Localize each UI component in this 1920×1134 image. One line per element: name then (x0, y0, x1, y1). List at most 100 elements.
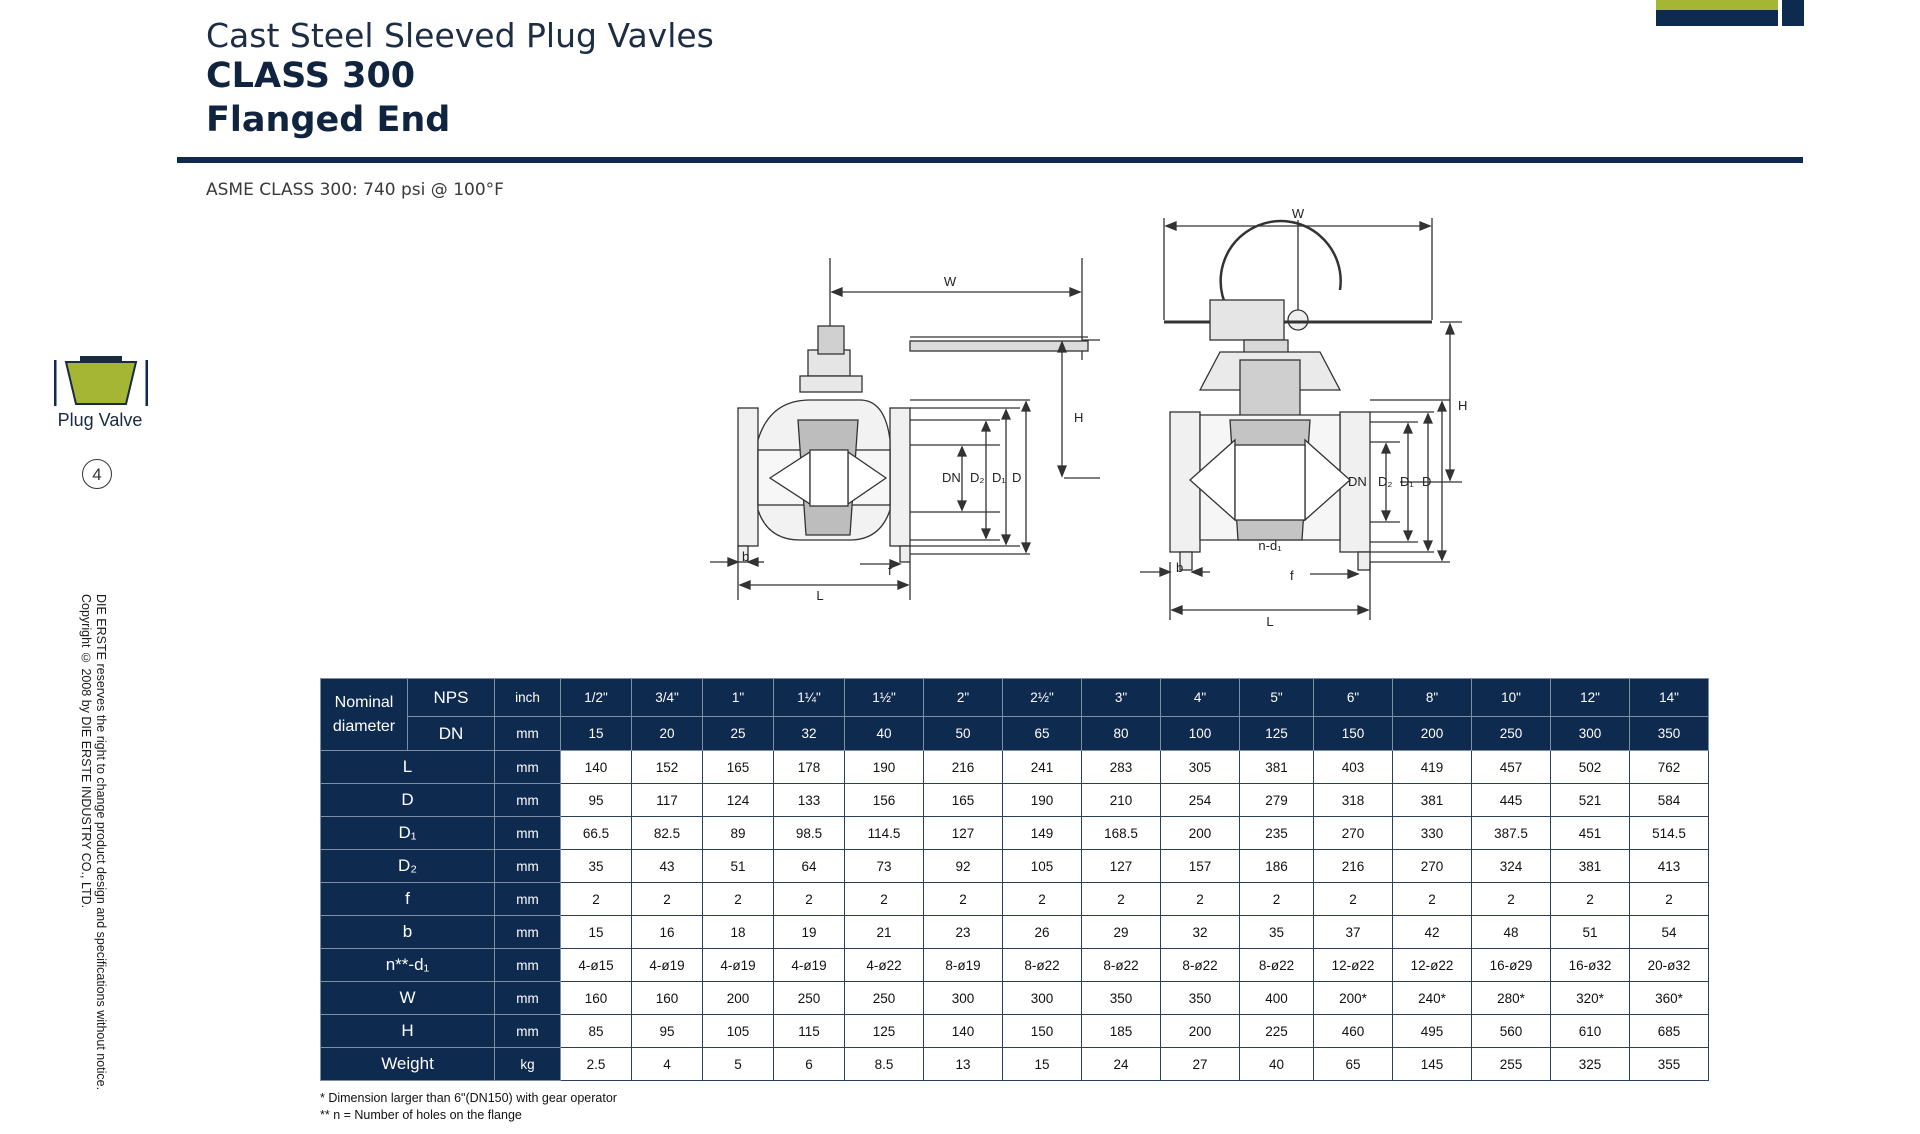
nps-cell: 14" (1629, 678, 1709, 717)
table-cell: 8-ø19 (923, 948, 1003, 982)
table-cell: 2 (773, 882, 845, 916)
row-label: D (320, 783, 495, 817)
table-cell: 387.5 (1471, 816, 1551, 850)
row-label: D₂ (320, 849, 495, 883)
table-cell: 413 (1629, 849, 1709, 883)
table-cell: 451 (1550, 816, 1630, 850)
table-cell: 2 (1239, 882, 1314, 916)
nps-cell: 2½" (1002, 678, 1082, 717)
table-cell: 150 (1002, 1014, 1082, 1048)
dn-cell: 125 (1239, 716, 1314, 751)
nps-cell: 10" (1471, 678, 1551, 717)
table-cell: 495 (1392, 1014, 1472, 1048)
table-cell: 185 (1081, 1014, 1161, 1048)
table-cell: 330 (1392, 816, 1472, 850)
table-cell: 168.5 (1081, 816, 1161, 850)
table-cell: 160 (560, 981, 632, 1015)
table-cell: 4-ø19 (631, 948, 703, 982)
table-cell: 64 (773, 849, 845, 883)
table-cell: 250 (773, 981, 845, 1015)
table-cell: 165 (923, 783, 1003, 817)
corner-accent-navy-block (1782, 0, 1804, 26)
table-cell: 2 (1313, 882, 1393, 916)
table-cell: 18 (702, 915, 774, 949)
table-cell: 65 (1313, 1047, 1393, 1081)
table-cell: 200 (702, 981, 774, 1015)
table-cell: 305 (1160, 750, 1240, 784)
table-cell: 270 (1392, 849, 1472, 883)
table-cell: 2 (560, 882, 632, 916)
table-cell: 225 (1239, 1014, 1314, 1048)
table-cell: 98.5 (773, 816, 845, 850)
table-cell: 381 (1550, 849, 1630, 883)
table-cell: 457 (1471, 750, 1551, 784)
table-cell: 400 (1239, 981, 1314, 1015)
table-cell: 355 (1629, 1047, 1709, 1081)
table-cell: 2.5 (560, 1047, 632, 1081)
table-cell: 115 (773, 1014, 845, 1048)
table-cell: 2 (1081, 882, 1161, 916)
dn-unit: mm (494, 716, 561, 751)
lever-valve-drawing: W H DN D₂ D₁ D b f L (710, 258, 1100, 603)
dn-cell: 40 (844, 716, 924, 751)
table-cell: 210 (1081, 783, 1161, 817)
table-cell: 200 (1160, 1014, 1240, 1048)
row-unit: mm (494, 816, 561, 850)
label-dn-right: DN (1348, 474, 1367, 489)
table-cell: 2 (1392, 882, 1472, 916)
table-cell: 419 (1392, 750, 1472, 784)
nps-cell: 4" (1160, 678, 1240, 717)
nps-cell: 12" (1550, 678, 1630, 717)
table-cell: 318 (1313, 783, 1393, 817)
nps-cell: 5" (1239, 678, 1314, 717)
label-dn-left: DN (942, 470, 961, 485)
table-cell: 584 (1629, 783, 1709, 817)
table-cell: 8-ø22 (1002, 948, 1082, 982)
table-cell: 16-ø29 (1471, 948, 1551, 982)
table-cell: 43 (631, 849, 703, 883)
table-cell: 4-ø19 (773, 948, 845, 982)
table-cell: 16-ø32 (1550, 948, 1630, 982)
table-cell: 279 (1239, 783, 1314, 817)
dn-cell: 65 (1002, 716, 1082, 751)
table-cell: 560 (1471, 1014, 1551, 1048)
table-cell: 8.5 (844, 1047, 924, 1081)
table-cell: 502 (1550, 750, 1630, 784)
table-cell: 140 (923, 1014, 1003, 1048)
copyright-note: DIE ERSTE reserves the right to change p… (78, 594, 108, 1090)
row-label: H (320, 1014, 495, 1048)
nps-label: NPS (407, 678, 495, 717)
table-cell: 66.5 (560, 816, 632, 850)
table-cell: 186 (1239, 849, 1314, 883)
table-cell: 190 (1002, 783, 1082, 817)
table-cell: 82.5 (631, 816, 703, 850)
table-cell: 350 (1160, 981, 1240, 1015)
table-cell: 85 (560, 1014, 632, 1048)
corner-accent-green (1656, 0, 1778, 10)
table-cell: 2 (702, 882, 774, 916)
row-label: n**-d₁ (320, 948, 495, 982)
table-cell: 4-ø22 (844, 948, 924, 982)
dn-label: DN (407, 716, 495, 751)
table-cell: 4 (631, 1047, 703, 1081)
footnote-gear-operator: * Dimension larger than 6ʺ(DN150) with g… (320, 1091, 617, 1105)
table-cell: 350 (1081, 981, 1161, 1015)
table-cell: 117 (631, 783, 703, 817)
table-cell: 51 (1550, 915, 1630, 949)
row-unit: mm (494, 849, 561, 883)
table-cell: 105 (702, 1014, 774, 1048)
gear-valve-drawing: W H DN D₂ D₁ D b f n-d₁ L (1140, 206, 1467, 629)
table-cell: 8-ø22 (1239, 948, 1314, 982)
label-l-left: L (816, 588, 823, 603)
table-cell: 133 (773, 783, 845, 817)
table-cell: 32 (1160, 915, 1240, 949)
row-unit: mm (494, 915, 561, 949)
row-label: D₁ (320, 816, 495, 850)
row-unit: mm (494, 882, 561, 916)
label-d-left: D (1012, 470, 1021, 485)
